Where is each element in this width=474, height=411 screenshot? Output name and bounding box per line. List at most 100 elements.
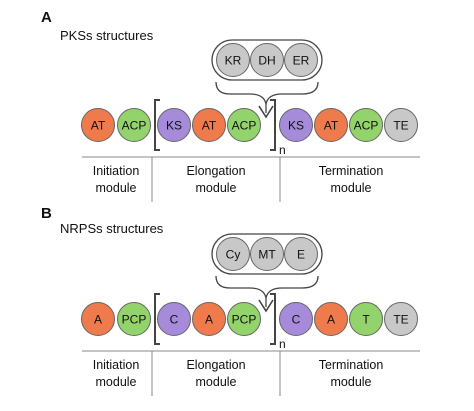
insertion-arrowhead (258, 299, 274, 313)
domain-label: MT (258, 248, 276, 262)
elongation-at-domain: AT (192, 108, 226, 142)
panel-b-title: NRPSs structures (60, 221, 164, 236)
termination-module-label: Termination (319, 358, 384, 372)
domain-label: KS (288, 119, 304, 133)
termination-module-label: module (331, 181, 372, 195)
domain-circle (157, 302, 191, 336)
domain-label: ACP (122, 119, 147, 133)
domain-label: AT (202, 119, 217, 133)
elongation-module-label: Elongation (186, 358, 245, 372)
domain-circle (349, 302, 383, 336)
initiation-module-label: module (96, 181, 137, 195)
domain-circle (81, 302, 115, 336)
domain-label: DH (258, 54, 275, 68)
domain-circle (349, 108, 383, 142)
initiation-module-label: module (96, 375, 137, 389)
domain-circle (192, 108, 226, 142)
elongation-module-label: Elongation (186, 164, 245, 178)
panel-a-letter: A (41, 9, 52, 26)
termination-at-domain: AT (314, 108, 348, 142)
domain-circle (117, 108, 151, 142)
domain-circle (314, 302, 348, 336)
termination-te-domain: TE (384, 302, 418, 336)
repeat-n-label: n (279, 337, 286, 351)
optional-brace (215, 81, 319, 105)
optional-dh-domain: DH (250, 43, 284, 77)
domain-label: ACP (354, 119, 379, 133)
domain-label: E (297, 248, 305, 262)
domain-circle (284, 237, 318, 271)
panel-a-title: PKSs structures (60, 28, 154, 43)
domain-label: PCP (232, 313, 257, 327)
domain-label: PCP (122, 313, 147, 327)
elongation-a-domain: A (192, 302, 226, 336)
elongation-module-label: module (196, 181, 237, 195)
elongation-c-domain: C (157, 302, 191, 336)
domain-circle (279, 108, 313, 142)
domain-label: TE (393, 313, 408, 327)
domain-label: A (94, 313, 102, 327)
domain-label: AT (324, 119, 339, 133)
optional-cy-domain: Cy (216, 237, 250, 271)
optional-kr-domain: KR (216, 43, 250, 77)
domain-label: ER (293, 54, 310, 68)
domain-circle (279, 302, 313, 336)
domain-circle (284, 43, 318, 77)
domain-circle (81, 108, 115, 142)
domain-circle (192, 302, 226, 336)
domain-label: C (170, 313, 179, 327)
domain-circle (157, 108, 191, 142)
initiation-module-label: Initiation (93, 164, 140, 178)
domain-label: A (327, 313, 335, 327)
panel-b-letter: B (41, 205, 52, 222)
termination-module-label: Termination (319, 164, 384, 178)
domain-label: KR (225, 54, 242, 68)
optional-er-domain: ER (284, 43, 318, 77)
elongation-left-bracket (154, 293, 160, 345)
domain-circle (227, 302, 261, 336)
elongation-ks-domain: KS (157, 108, 191, 142)
domain-circle (216, 43, 250, 77)
domain-circle (384, 108, 418, 142)
elongation-right-bracket (270, 293, 276, 345)
domain-circle (250, 43, 284, 77)
domain-circle (117, 302, 151, 336)
termination-ks-domain: KS (279, 108, 313, 142)
elongation-acp-domain: ACP (227, 108, 261, 142)
domain-label: TE (393, 119, 408, 133)
optional-brace (215, 275, 319, 299)
elongation-module-label: module (196, 375, 237, 389)
initiation-module-label: Initiation (93, 358, 140, 372)
initiation-pcp-domain: PCP (117, 302, 151, 336)
repeat-n-label: n (279, 143, 286, 157)
elongation-right-bracket (270, 99, 276, 151)
optional-e-domain: E (284, 237, 318, 271)
domain-label: KS (166, 119, 182, 133)
elongation-pcp-domain: PCP (227, 302, 261, 336)
termination-te-domain: TE (384, 108, 418, 142)
domain-label: ACP (232, 119, 257, 133)
initiation-a-domain: A (81, 302, 115, 336)
domain-circle (227, 108, 261, 142)
domain-circle (314, 108, 348, 142)
termination-c-domain: C (279, 302, 313, 336)
domain-label: T (362, 313, 370, 327)
domain-circle (250, 237, 284, 271)
termination-acp-domain: ACP (349, 108, 383, 142)
insertion-arrowhead (258, 105, 274, 119)
optional-mt-domain: MT (250, 237, 284, 271)
domain-label: A (205, 313, 213, 327)
domain-label: C (292, 313, 301, 327)
termination-a-domain: A (314, 302, 348, 336)
elongation-left-bracket (154, 99, 160, 151)
domain-label: AT (91, 119, 106, 133)
domain-label: Cy (226, 248, 241, 262)
domain-circle (216, 237, 250, 271)
initiation-at-domain: AT (81, 108, 115, 142)
domain-circle (384, 302, 418, 336)
termination-t-domain: T (349, 302, 383, 336)
termination-module-label: module (331, 375, 372, 389)
